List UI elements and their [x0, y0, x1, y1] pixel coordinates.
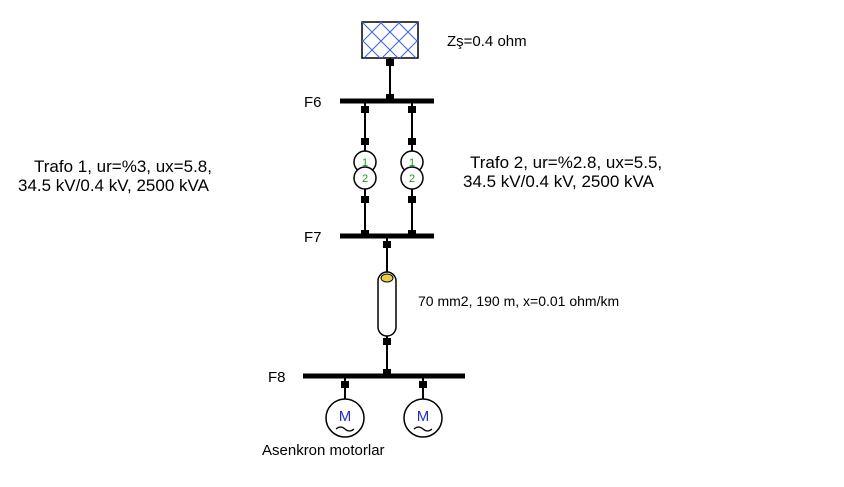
- motor-1-icon: [325, 398, 365, 438]
- grid-source-box: [361, 21, 419, 59]
- transformer-1-label-line1: Trafo 1, ur=%3, ux=5.8,: [34, 157, 212, 176]
- busbar-f8-label: F8: [268, 369, 286, 386]
- motor-2[interactable]: M: [403, 376, 443, 438]
- source-impedance-label: Zş=0.4 ohm: [447, 33, 527, 50]
- cable-end-icon: [380, 273, 394, 283]
- transformer-2[interactable]: 1 2: [400, 101, 424, 237]
- motor-1-ac-wave-icon: [335, 426, 355, 432]
- transformer-2-label-line1: Trafo 2, ur=%2.8, ux=5.5,: [470, 153, 662, 172]
- motor-1-symbol: M: [339, 408, 352, 425]
- connection-node: [361, 106, 369, 113]
- grid-source-hatch-icon: [361, 21, 419, 59]
- transformer-1-primary-number: 1: [362, 157, 368, 169]
- connection-node: [386, 59, 394, 66]
- motor-2-icon: [403, 398, 443, 438]
- connection-node: [386, 94, 394, 101]
- motor-2-symbol: M: [417, 408, 430, 425]
- connection-node: [408, 138, 416, 145]
- connection-node: [419, 381, 427, 388]
- connection-node: [361, 196, 369, 203]
- transformer-2-secondary-number: 2: [409, 173, 415, 185]
- connection-node: [383, 369, 391, 376]
- busbar-f7-label: F7: [304, 229, 322, 246]
- motors-label: Asenkron motorlar: [262, 442, 385, 459]
- transformer-2-label-line2: 34.5 kV/0.4 kV, 2500 kVA: [463, 172, 655, 191]
- connection-node: [341, 381, 349, 388]
- transformer-2-primary-number: 1: [409, 157, 415, 169]
- connection-node: [383, 241, 391, 248]
- connection-node: [408, 196, 416, 203]
- motor-1[interactable]: M: [325, 376, 365, 438]
- cable-label: 70 mm2, 190 m, x=0.01 ohm/km: [418, 293, 619, 309]
- transformer-1-secondary-number: 2: [362, 173, 368, 185]
- motor-2-ac-wave-icon: [413, 426, 433, 432]
- connection-node: [383, 338, 391, 345]
- cable[interactable]: [377, 271, 397, 337]
- transformer-1-label-line2: 34.5 kV/0.4 kV, 2500 kVA: [18, 176, 210, 195]
- busbar-f6-label: F6: [304, 94, 322, 111]
- connection-node: [361, 138, 369, 145]
- connection-node: [408, 106, 416, 113]
- transformer-1[interactable]: 1 2: [353, 101, 377, 237]
- grid-source[interactable]: [361, 21, 419, 59]
